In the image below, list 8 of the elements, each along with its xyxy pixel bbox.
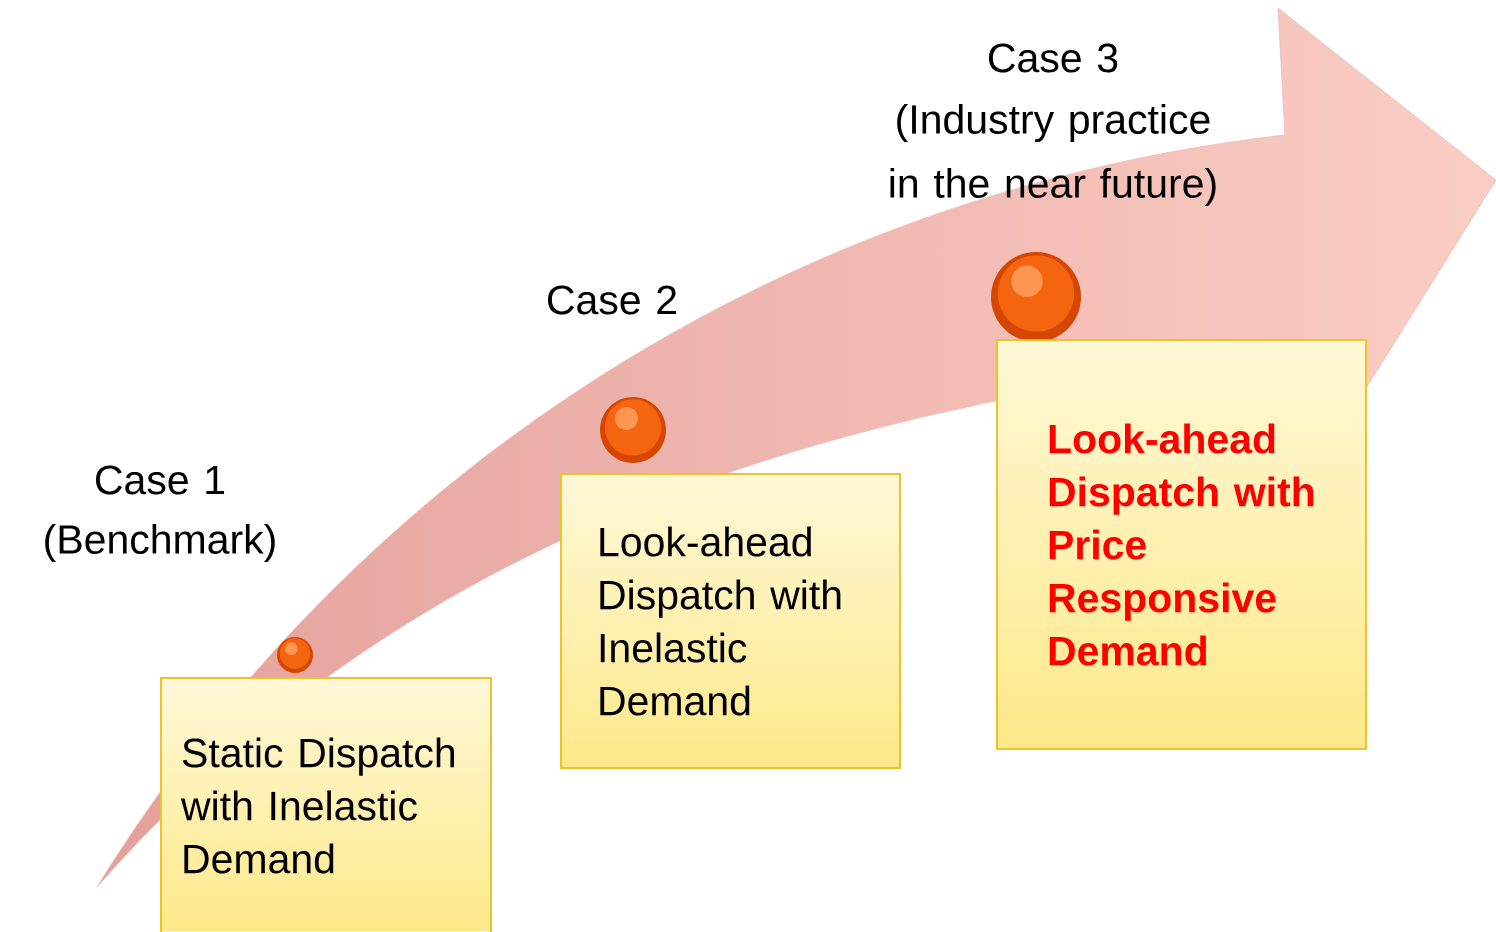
case-label: (Industry practice in the near future) bbox=[890, 103, 1216, 207]
case-label: (Benchmark) bbox=[45, 523, 275, 563]
text-box: Static Dispatch with Inelastic Demand bbox=[160, 677, 492, 932]
case-label: Case 2 bbox=[548, 285, 676, 315]
text-box: Look-ahead Dispatch with Price Responsive Demand bbox=[996, 339, 1367, 750]
case-label: Case 1 bbox=[96, 465, 225, 495]
text-box: Look-ahead Dispatch with Inelastic Demand bbox=[560, 473, 901, 769]
case-label: Case 3 bbox=[989, 43, 1118, 73]
